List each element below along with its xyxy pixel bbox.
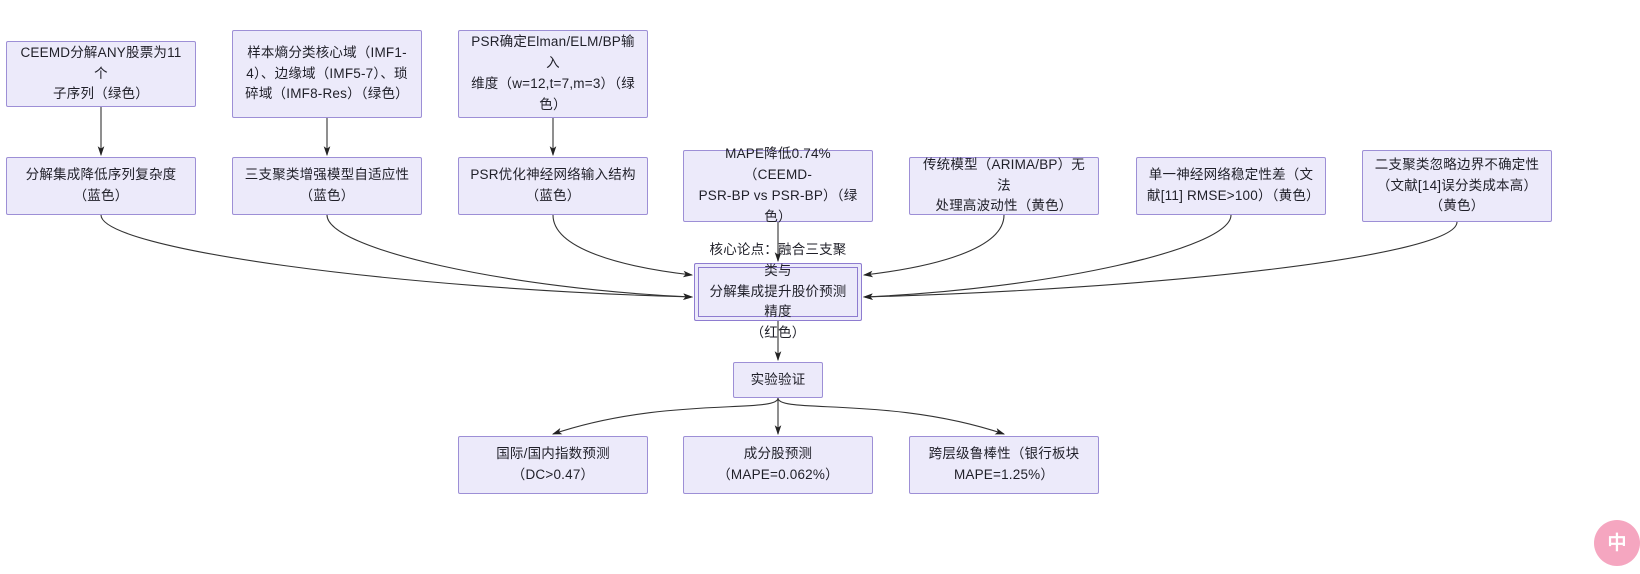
edge-n5-to-n11 — [326, 214, 694, 300]
node-label: 国际/国内指数预测 （DC>0.47） — [496, 446, 610, 482]
edge-n12-to-n13 — [551, 397, 779, 435]
node-label: 二支聚类忽略边界不确定性 （文献[14]误分类成本高） （黄色） — [1374, 156, 1540, 214]
node-label: CEEMD分解ANY股票为11个 子序列（绿色） — [20, 44, 182, 102]
node-label: PSR确定Elman/ELM/BP输入 维度（w=12,t=7,m=3）（绿 色… — [471, 34, 635, 112]
watermark-badge: 中 — [1594, 520, 1640, 566]
node-label: 传统模型（ARIMA/BP）无法 处理高波动性（黄色） — [922, 156, 1085, 214]
node-n4[interactable]: 分解集成降低序列复杂度 （蓝色） — [6, 157, 196, 215]
edge-n6-to-n11 — [552, 214, 694, 278]
node-label: 单一神经网络稳定性差（文 献[11] RMSE>100）（黄色） — [1147, 167, 1320, 203]
edge-n4-to-n11 — [100, 214, 694, 301]
node-n10[interactable]: 二支聚类忽略边界不确定性 （文献[14]误分类成本高） （黄色） — [1362, 150, 1552, 222]
node-n8[interactable]: 传统模型（ARIMA/BP）无法 处理高波动性（黄色） — [909, 157, 1099, 215]
node-n11[interactable]: 核心论点：融合三支聚类与 分解集成提升股价预测精度 （红色） — [694, 242, 862, 340]
node-n7[interactable]: MAPE降低0.74%（CEEMD- PSR-BP vs PSR-BP）（绿 色… — [683, 146, 873, 224]
edge-n8-to-n11 — [862, 214, 1005, 278]
node-n5[interactable]: 三支聚类增强模型自适应性 （蓝色） — [232, 157, 422, 215]
node-label: 成分股预测 （MAPE=0.062%） — [717, 446, 839, 482]
node-n13[interactable]: 国际/国内指数预测 （DC>0.47） — [458, 436, 648, 494]
node-n12[interactable]: 实验验证 — [733, 362, 823, 398]
node-label: 样本熵分类核心域（IMF1- 4）、边缘域（IMF5-7）、琐 碎域（IMF8-… — [245, 44, 409, 102]
watermark-text: 中 — [1607, 532, 1627, 554]
node-n3[interactable]: PSR确定Elman/ELM/BP输入 维度（w=12,t=7,m=3）（绿 色… — [458, 30, 648, 118]
node-n15[interactable]: 跨层级鲁棒性（银行板块 MAPE=1.25%） — [909, 436, 1099, 494]
node-label: MAPE降低0.74%（CEEMD- PSR-BP vs PSR-BP）（绿 色… — [698, 146, 858, 224]
node-label: 三支聚类增强模型自适应性 （蓝色） — [244, 167, 410, 203]
node-label: 实验验证 — [750, 371, 806, 387]
edge-n12-to-n15 — [777, 397, 1006, 435]
node-label: 跨层级鲁棒性（银行板块 MAPE=1.25%） — [928, 446, 1080, 482]
node-n14[interactable]: 成分股预测 （MAPE=0.062%） — [683, 436, 873, 494]
edge-n10-to-n11 — [862, 221, 1458, 301]
node-n1[interactable]: CEEMD分解ANY股票为11个 子序列（绿色） — [6, 41, 196, 107]
node-label: 分解集成降低序列复杂度 （蓝色） — [25, 167, 177, 203]
node-n9[interactable]: 单一神经网络稳定性差（文 献[11] RMSE>100）（黄色） — [1136, 157, 1326, 215]
node-n2[interactable]: 样本熵分类核心域（IMF1- 4）、边缘域（IMF5-7）、琐 碎域（IMF8-… — [232, 30, 422, 118]
node-n6[interactable]: PSR优化神经网络输入结构 （蓝色） — [458, 157, 648, 215]
edge-n9-to-n11 — [862, 214, 1232, 300]
node-label: 核心论点：融合三支聚类与 分解集成提升股价预测精度 （红色） — [709, 241, 847, 341]
node-label: PSR优化神经网络输入结构 （蓝色） — [470, 167, 636, 203]
